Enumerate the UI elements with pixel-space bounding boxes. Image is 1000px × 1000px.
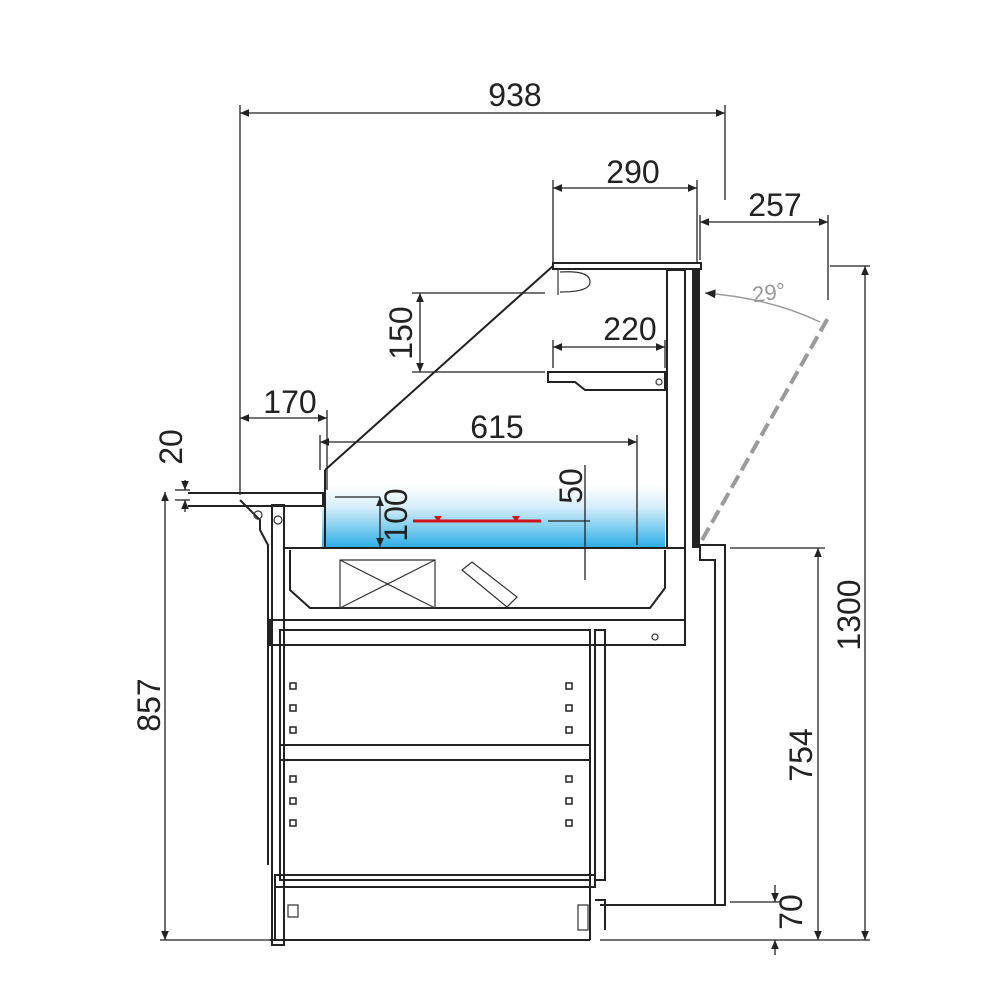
open-glass-dashed [700,317,830,541]
glass-angle-arc [704,289,821,323]
dim-290: 290 [606,154,659,190]
dim-220: 220 [603,311,656,347]
dim-1300: 1300 [831,579,867,650]
dim-angle-29: 29° [751,278,787,307]
dim-20: 20 [153,429,189,465]
dim-938: 938 [488,77,541,113]
dim-100: 100 [378,488,414,541]
dim-150: 150 [383,306,419,359]
dim-170: 170 [263,384,316,420]
dimension-lines [160,105,870,955]
water-bath [322,485,665,548]
dim-615: 615 [470,409,523,445]
dim-70: 70 [773,894,809,930]
dim-857: 857 [131,678,167,731]
dim-50: 50 [553,468,589,504]
counter-structure [188,262,726,946]
dim-257: 257 [748,187,801,223]
dim-754: 754 [783,728,819,781]
